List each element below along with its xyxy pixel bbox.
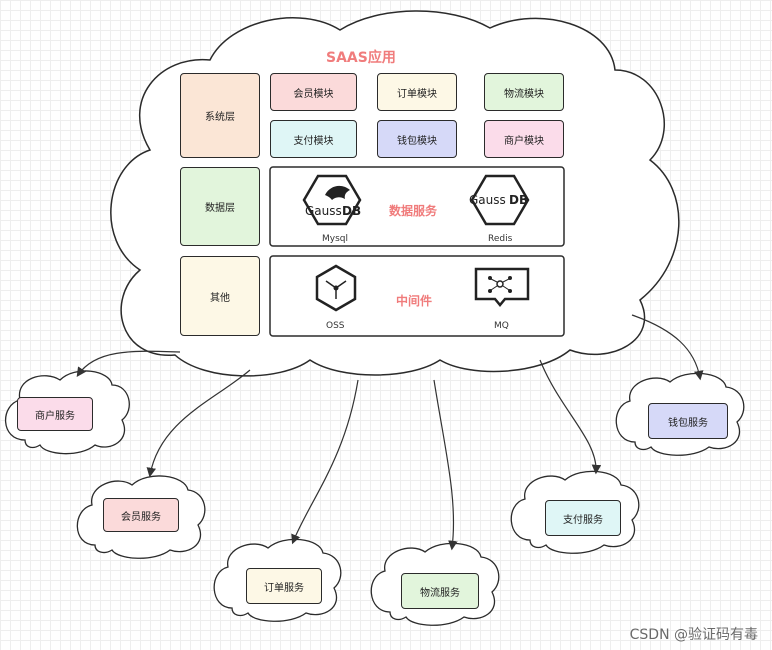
gaussdb-logo-text-right: Gauss [469, 193, 506, 207]
service-order: 订单服务 [246, 568, 322, 604]
arrow-to-logistics [433, 379, 458, 551]
arrow-to-member [146, 369, 251, 478]
mysql-caption: Mysql [322, 234, 348, 244]
arrow-to-payment [539, 359, 602, 475]
middleware-label: 中间件 [396, 294, 433, 308]
service-merchant: 商户服务 [17, 397, 93, 431]
service-logistics: 物流服务 [401, 573, 479, 609]
layer-system: 系统层 [180, 73, 260, 158]
arrow-to-wallet [631, 314, 704, 381]
gaussdb-logo-text-left: Gauss [305, 204, 342, 218]
module-order: 订单模块 [377, 73, 457, 111]
module-merchant: 商户模块 [484, 120, 564, 158]
layer-other: 其他 [180, 256, 260, 336]
service-member: 会员服务 [103, 498, 179, 532]
gaussdb-logo-db-right: DB [509, 193, 528, 207]
gaussdb-redis-icon: Gauss DB [469, 174, 530, 226]
module-logistics: 物流模块 [484, 73, 564, 111]
middleware-panel [269, 255, 565, 337]
mq-icon [474, 267, 530, 307]
oss-caption: OSS [326, 321, 345, 331]
gaussdb-logo-db-left: DB [342, 204, 361, 218]
mq-caption: MQ [494, 321, 509, 331]
diagram-title: SAAS应用 [326, 50, 396, 66]
service-payment: 支付服务 [545, 500, 621, 536]
gaussdb-mysql-icon: Gauss DB [302, 174, 362, 226]
data-service-label: 数据服务 [389, 204, 438, 218]
arrow-to-merchant [76, 350, 181, 377]
redis-caption: Redis [488, 234, 513, 244]
module-member: 会员模块 [270, 73, 357, 111]
arrow-to-order [291, 379, 359, 545]
module-payment: 支付模块 [270, 120, 357, 158]
oss-icon [315, 264, 357, 312]
service-wallet: 钱包服务 [648, 403, 728, 439]
layer-data: 数据层 [180, 167, 260, 246]
module-wallet: 钱包模块 [377, 120, 457, 158]
watermark: CSDN @验证码有毒 [629, 627, 758, 643]
